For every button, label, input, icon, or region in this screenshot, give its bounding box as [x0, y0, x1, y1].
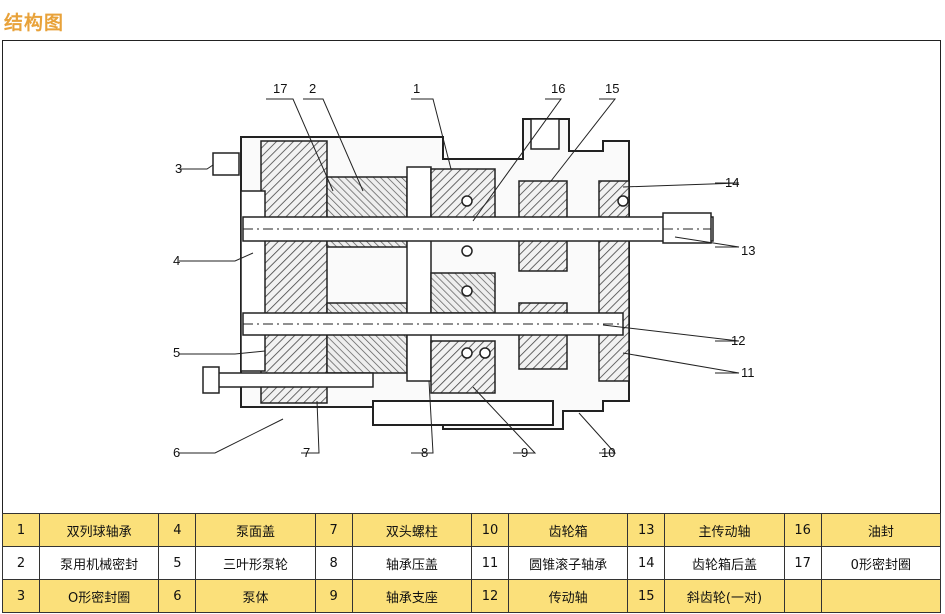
callout-numbers: 1 2 3 4 5 6 7 8 9 10 11 12 13 14 15 16 1… [173, 81, 755, 460]
callout-17: 17 [273, 81, 287, 96]
callout-15: 15 [605, 81, 619, 96]
part-number: 14 [627, 546, 666, 580]
callout-11: 11 [741, 365, 755, 380]
part-number [783, 579, 822, 613]
bearing-balls [461, 195, 629, 359]
parts-legend-table: 1 双列球轴承 4 泵面盖 7 双头螺柱 10 齿轮箱 13 主传动轴 16 油… [2, 513, 942, 613]
part-label: 主传动轴 [664, 513, 785, 547]
part-label: 传动轴 [507, 579, 629, 613]
callout-2: 2 [309, 81, 316, 96]
callout-16: 16 [551, 81, 565, 96]
legend-row: 2 泵用机械密封 5 三叶形泵轮 8 轴承压盖 11 圆锥滚子轴承 14 齿轮箱… [2, 546, 942, 580]
callout-7: 7 [303, 445, 310, 460]
part-label: 三叶形泵轮 [195, 546, 316, 580]
legend-row: 3 O形密封圈 6 泵体 9 轴承支座 12 传动轴 15 斜齿轮(一对) [2, 579, 942, 613]
callout-3: 3 [175, 161, 182, 176]
callout-9: 9 [521, 445, 528, 460]
diagram-frame: 1 2 3 4 5 6 7 8 9 10 11 12 13 14 15 16 1… [2, 40, 942, 613]
part-number: 15 [627, 579, 666, 613]
callout-4: 4 [173, 253, 180, 268]
part-label: 0形密封圈 [820, 546, 942, 580]
part-label: O形密封圈 [38, 579, 160, 613]
leader-lines [179, 98, 740, 454]
part-number: 9 [314, 579, 353, 613]
part-label: 双列球轴承 [38, 513, 160, 547]
part-label: 轴承压盖 [351, 546, 472, 580]
part-label: 泵体 [195, 579, 316, 613]
legend-row: 1 双列球轴承 4 泵面盖 7 双头螺柱 10 齿轮箱 13 主传动轴 16 油… [2, 513, 942, 547]
part-label: 泵面盖 [195, 513, 316, 547]
part-number: 16 [783, 513, 822, 547]
part-number: 17 [783, 546, 822, 580]
callout-10: 10 [601, 445, 615, 460]
part-number: 4 [158, 513, 197, 547]
part-label [820, 579, 942, 613]
callout-14: 14 [725, 175, 739, 190]
part-number: 13 [627, 513, 666, 547]
part-number: 3 [2, 579, 40, 613]
part-number: 8 [314, 546, 353, 580]
page-title: 结构图 [4, 12, 65, 34]
pump-structure-diagram: 1 2 3 4 5 6 7 8 9 10 11 12 13 14 15 16 1… [173, 81, 755, 460]
callout-8: 8 [421, 445, 428, 460]
part-label: 圆锥滚子轴承 [507, 546, 629, 580]
part-label: 双头螺柱 [351, 513, 472, 547]
part-label: 泵用机械密封 [38, 546, 160, 580]
part-number: 6 [158, 579, 197, 613]
part-label: 斜齿轮(一对) [664, 579, 785, 613]
callout-5: 5 [173, 345, 180, 360]
callout-12: 12 [731, 333, 745, 348]
part-label: 油封 [820, 513, 942, 547]
part-label: 齿轮箱 [507, 513, 629, 547]
callout-1: 1 [413, 81, 420, 96]
stud-bolt [202, 152, 374, 394]
callout-13: 13 [741, 243, 755, 258]
part-label: 轴承支座 [351, 579, 472, 613]
callout-6: 6 [173, 445, 180, 460]
part-number: 10 [470, 513, 509, 547]
part-number: 11 [470, 546, 509, 580]
part-number: 7 [314, 513, 353, 547]
shafts [242, 212, 714, 336]
part-number: 5 [158, 546, 197, 580]
part-label: 齿轮箱后盖 [664, 546, 785, 580]
part-number: 1 [2, 513, 40, 547]
part-number: 2 [2, 546, 40, 580]
part-number: 12 [470, 579, 509, 613]
